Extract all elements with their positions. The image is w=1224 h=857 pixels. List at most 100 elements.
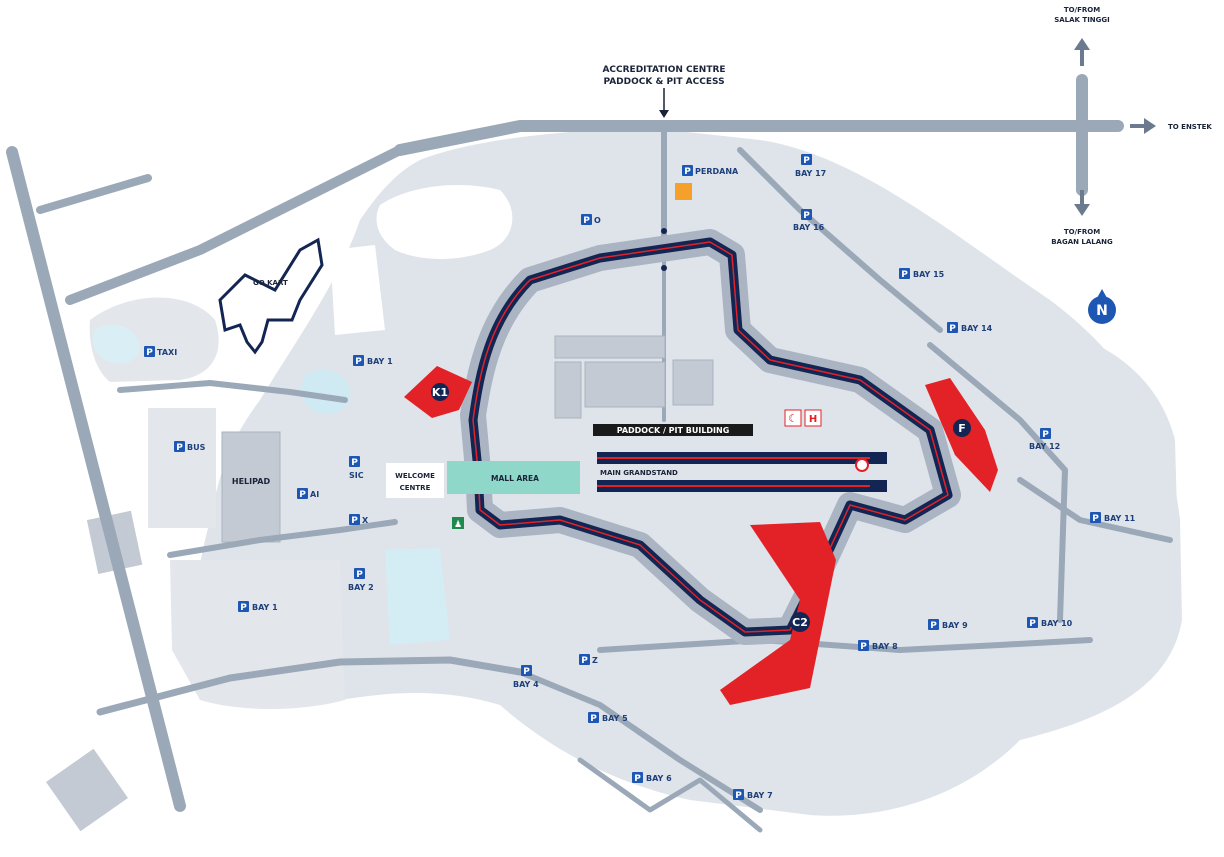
parking-bay10-letter: P <box>1029 619 1036 629</box>
parking-sic-badge[interactable] <box>349 456 360 467</box>
north-parking-area <box>330 245 385 335</box>
parking-bay8[interactable]: P BAY 8 <box>858 640 898 652</box>
parking-z-badge[interactable] <box>579 654 590 665</box>
bagan-line2: BAGAN LALANG <box>1051 238 1113 246</box>
parking-bay4-label: BAY 4 <box>513 680 539 689</box>
parking-bay8-label: BAY 8 <box>872 642 898 651</box>
parking-bay15-badge[interactable] <box>899 268 910 279</box>
parking-taxi-letter: P <box>146 348 153 358</box>
parking-bay7[interactable]: P BAY 7 <box>733 789 773 801</box>
parking-o-label: O <box>594 216 601 225</box>
zone-f-label: F <box>958 422 966 435</box>
salak-access[interactable]: TO/FROM SALAK TINGGI <box>1054 6 1110 66</box>
paddock-building-block-2 <box>584 361 666 408</box>
parking-bus[interactable]: P BUS <box>174 441 206 453</box>
parking-bay15[interactable]: P BAY 15 <box>899 268 945 280</box>
parking-sic-letter: P <box>351 458 358 468</box>
parking-bay17-badge[interactable] <box>801 154 812 165</box>
parking-sic[interactable]: P SIC <box>349 456 364 480</box>
parking-perdana[interactable]: P PERDANA <box>682 165 739 177</box>
welcome-centre-line2: CENTRE <box>400 484 431 492</box>
zone-f-badge[interactable] <box>953 419 971 437</box>
parking-bay1-west-label: BAY 1 <box>252 603 278 612</box>
parking-bay16-badge[interactable] <box>801 209 812 220</box>
compass-circle-icon <box>1088 296 1116 324</box>
paddock-building-block-3 <box>672 359 714 406</box>
parking-bay2-label: BAY 2 <box>348 583 374 592</box>
mall-area[interactable]: MALL AREA <box>447 461 580 494</box>
zone-k1-badge[interactable] <box>431 383 449 401</box>
welcome-centre[interactable]: WELCOME CENTRE <box>386 463 444 498</box>
parking-bay14[interactable]: P BAY 14 <box>947 322 993 334</box>
bagan-access[interactable]: TO/FROM BAGAN LALANG <box>1051 190 1113 246</box>
bagan-line1: TO/FROM <box>1064 228 1100 236</box>
paddock-building-block-1 <box>554 335 666 359</box>
parking-o-letter: P <box>583 216 590 226</box>
parking-z[interactable]: P Z <box>579 654 598 666</box>
parking-bay7-badge[interactable] <box>733 789 744 800</box>
parking-ai-badge[interactable] <box>297 488 308 499</box>
lake-northwest <box>301 370 351 414</box>
parking-perdana-letter: P <box>684 167 691 177</box>
parking-bay5[interactable]: P BAY 5 <box>588 712 628 724</box>
parking-bay9[interactable]: P BAY 9 <box>928 619 968 631</box>
zone-c2-area[interactable] <box>720 522 836 705</box>
parking-x-badge[interactable] <box>349 514 360 525</box>
parking-bay1-north-badge[interactable] <box>353 355 364 366</box>
parking-bay11-badge[interactable] <box>1090 512 1101 523</box>
parking-o-badge[interactable] <box>581 214 592 225</box>
parking-o[interactable]: P O <box>581 214 601 226</box>
parking-bay1-west-badge[interactable] <box>238 601 249 612</box>
parking-perdana-badge[interactable] <box>682 165 693 176</box>
compass-arrow-icon <box>1097 289 1107 298</box>
zone-c2[interactable]: C2 <box>720 522 836 705</box>
parking-bay12-letter: P <box>1042 430 1049 440</box>
parking-z-label: Z <box>592 656 598 665</box>
parking-taxi[interactable]: P TAXI <box>144 346 177 358</box>
parking-bay5-badge[interactable] <box>588 712 599 723</box>
parking-bay1-north[interactable]: P BAY 1 <box>353 355 393 367</box>
parking-markers: P TAXI P BUS P BAY 1 P BAY 1 P AI <box>144 154 1136 801</box>
parking-bay2-badge[interactable] <box>354 568 365 579</box>
parking-bay9-badge[interactable] <box>928 619 939 630</box>
parking-taxi-badge[interactable] <box>144 346 155 357</box>
mall-area-box[interactable] <box>447 461 580 494</box>
parking-bay15-letter: P <box>901 270 908 280</box>
bus-loop <box>117 380 348 403</box>
access-node-1 <box>661 228 667 234</box>
parking-bay1-west[interactable]: P BAY 1 <box>238 601 278 613</box>
parking-bay10[interactable]: P BAY 10 <box>1027 617 1073 629</box>
south-road <box>96 656 524 716</box>
accreditation-line1: ACCREDITATION CENTRE <box>602 65 725 75</box>
parking-bay11[interactable]: P BAY 11 <box>1090 512 1136 524</box>
accreditation-access[interactable]: ACCREDITATION CENTRE PADDOCK & PIT ACCES… <box>602 65 726 118</box>
land-areas <box>46 128 1183 832</box>
parking-ai-letter: P <box>299 490 306 500</box>
first-aid-icon: ♟ <box>454 520 462 530</box>
parking-bay17[interactable]: P BAY 17 <box>795 154 826 178</box>
parking-bay12[interactable]: P BAY 12 <box>1029 428 1060 451</box>
zone-k1[interactable]: K1 <box>404 366 472 418</box>
parking-bay16[interactable]: P BAY 16 <box>793 209 825 232</box>
parking-bay8-badge[interactable] <box>858 640 869 651</box>
parking-x[interactable]: P X <box>349 514 369 526</box>
parking-bay2[interactable]: P BAY 2 <box>348 568 374 592</box>
parking-ai[interactable]: P AI <box>297 488 319 500</box>
parking-bay4[interactable]: P BAY 4 <box>513 665 539 689</box>
enstek-access[interactable]: TO ENSTEK <box>1130 118 1212 134</box>
parking-bay6[interactable]: P BAY 6 <box>632 772 672 784</box>
welcome-centre-box[interactable] <box>386 463 444 498</box>
paddock-building-block-4 <box>554 361 582 419</box>
hairpin-marker <box>855 458 869 472</box>
parking-bay14-badge[interactable] <box>947 322 958 333</box>
parking-bus-label: BUS <box>187 443 206 452</box>
parking-bay4-badge[interactable] <box>521 665 532 676</box>
zone-c2-badge[interactable] <box>790 612 810 632</box>
parking-bus-badge[interactable] <box>174 441 185 452</box>
zone-f[interactable]: F <box>925 378 998 492</box>
parking-bay10-badge[interactable] <box>1027 617 1038 628</box>
bay16-road <box>737 147 943 333</box>
parking-bay6-badge[interactable] <box>632 772 643 783</box>
parking-bay12-badge[interactable] <box>1040 428 1051 439</box>
